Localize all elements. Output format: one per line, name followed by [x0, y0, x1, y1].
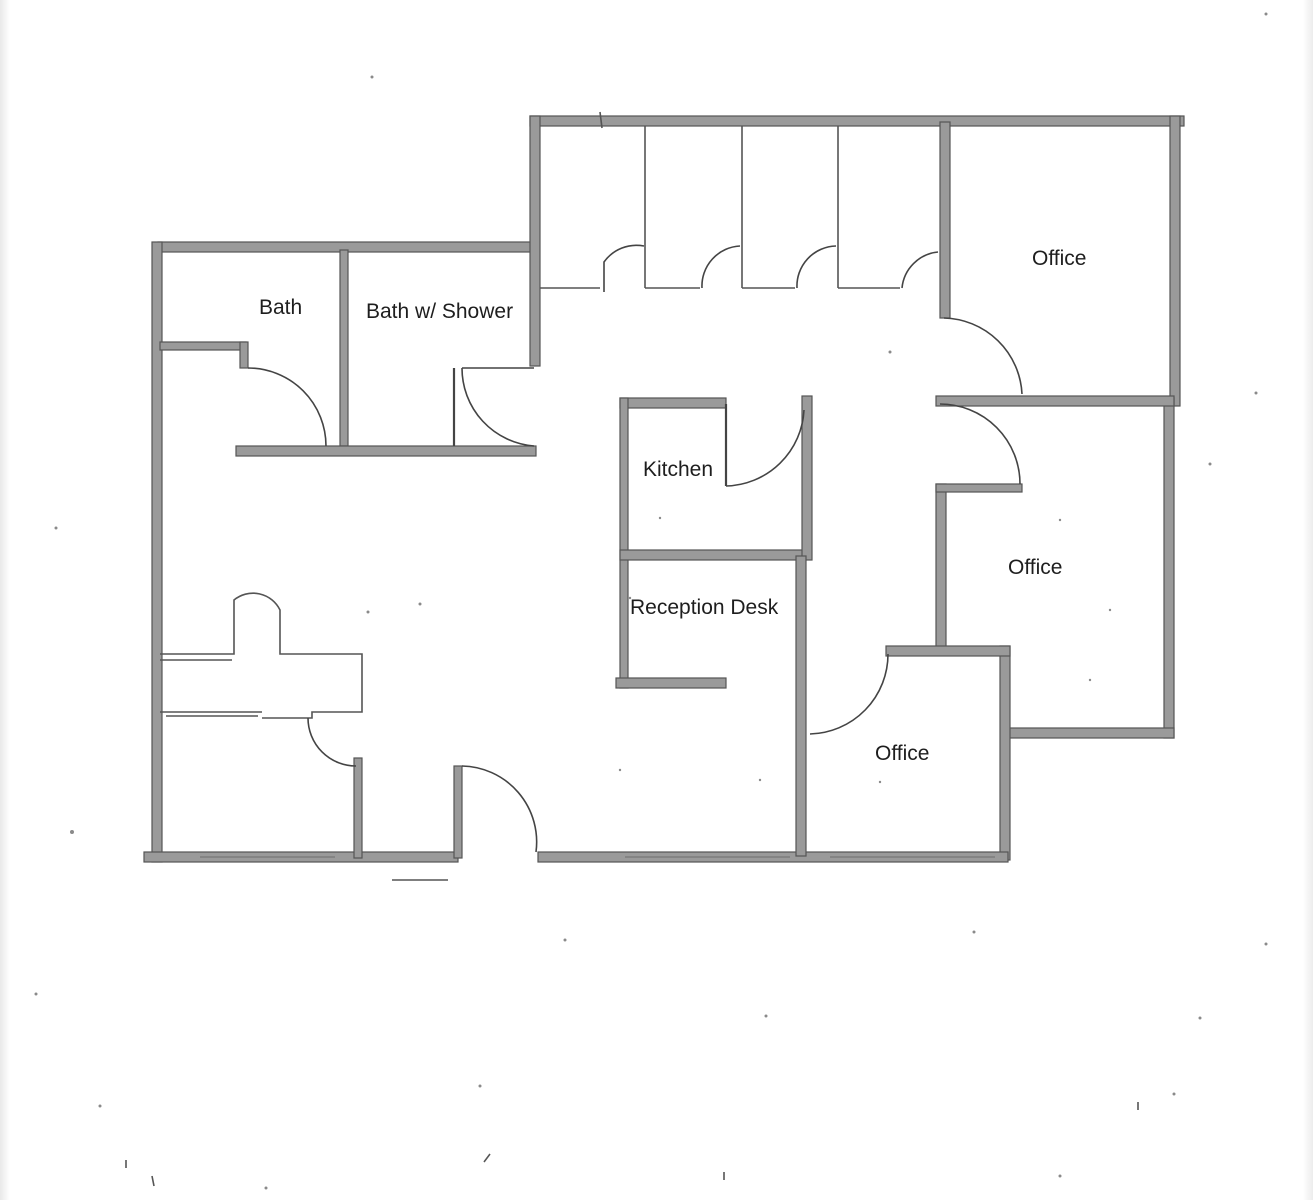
wall-office-e-west: [935, 483, 947, 649]
label-office-ne: Office: [1032, 247, 1086, 270]
scan-noise: [34, 12, 1268, 1190]
door-arc-office-e: [939, 403, 1021, 485]
north-cubicles: [540, 111, 939, 292]
label-reception: Reception Desk: [630, 596, 779, 619]
page-edge-left: [0, 0, 10, 1200]
west-lower-walls: [160, 592, 538, 881]
door-arc-office-s: [809, 653, 889, 735]
kitchen-reception-walls: [615, 395, 813, 857]
office-ne-walls: [935, 121, 1175, 407]
door-cubicle-4: [901, 251, 939, 289]
wall-office-ne-west: [939, 121, 951, 319]
office-s-walls: [809, 645, 1011, 735]
door-arc-kitchen: [725, 409, 805, 487]
wall-step-vertical: [529, 115, 541, 367]
wall-office-s-east: [999, 645, 1011, 861]
wall-office-ne-south: [935, 395, 1175, 407]
label-bath-shower: Bath w/ Shower: [366, 300, 513, 323]
wall-east-lower: [1163, 397, 1175, 739]
label-kitchen: Kitchen: [643, 458, 713, 481]
wall-east-upper: [1169, 115, 1181, 407]
wall-east-step: [1003, 727, 1175, 739]
door-arc-entry: [461, 765, 538, 853]
wall-west-lower-divider: [353, 757, 363, 859]
office-e-walls: [935, 403, 1023, 649]
wall-reception-south: [615, 677, 727, 689]
wall-west: [151, 241, 163, 863]
wall-bath-inner: [159, 341, 247, 351]
wall-bath-south: [235, 445, 537, 457]
door-cubicle-2: [701, 245, 741, 289]
scan-mark-3: [151, 1175, 155, 1187]
wall-kitchen-west: [619, 397, 629, 689]
door-cubicle-3: [796, 245, 837, 289]
scan-mark-1: [483, 1153, 491, 1163]
wall-bath-divider: [339, 249, 349, 447]
exterior-walls: [143, 115, 1185, 863]
page-edge-right: [1303, 0, 1313, 1200]
door-arc-bath-shower: [461, 367, 535, 447]
door-arc-west: [307, 717, 357, 767]
wall-mark: [599, 111, 603, 129]
label-office-s: Office: [875, 742, 929, 765]
wall-kitchen-north: [619, 397, 727, 409]
door-cubicle-1: [603, 244, 645, 292]
wall-office-s-north: [885, 645, 1011, 657]
label-bath: Bath: [259, 296, 302, 319]
wall-bath-stub: [239, 341, 249, 369]
label-office-e: Office: [1008, 556, 1062, 579]
door-arc-office-ne: [943, 317, 1023, 395]
wall-entry-west: [453, 765, 463, 859]
wall-reception-east: [795, 555, 807, 857]
door-arc-bath: [247, 367, 327, 447]
wall-kitchen-east: [801, 395, 813, 561]
wall-kitchen-south: [619, 549, 807, 561]
wall-north-east: [529, 115, 1185, 127]
room-labels: Bath Bath w/ Shower Office Kitchen Recep…: [259, 247, 1086, 765]
wall-office-e-north-stub: [935, 483, 1023, 493]
closet-walls: [160, 592, 363, 719]
bathroom-walls: [159, 249, 537, 457]
